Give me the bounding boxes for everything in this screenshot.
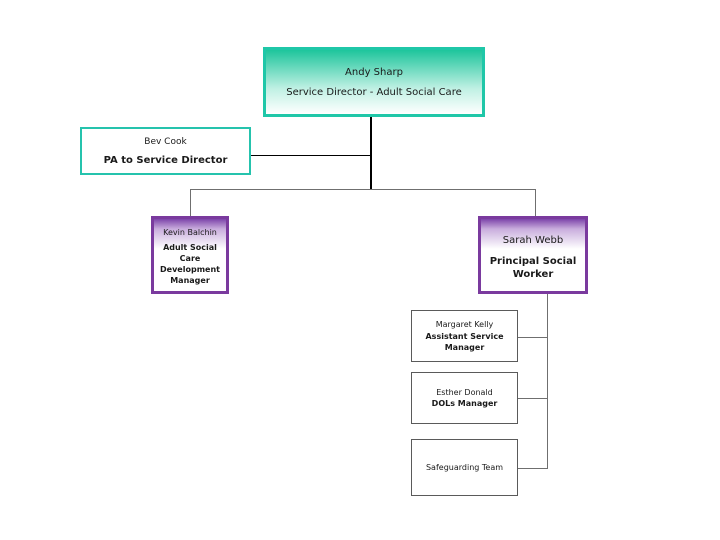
node-pa-to-director: Bev Cook PA to Service Director bbox=[80, 127, 251, 175]
node-title: Safeguarding Team bbox=[425, 463, 504, 472]
node-title: Service Director - Adult Social Care bbox=[286, 86, 462, 98]
connector-director-vertical bbox=[370, 117, 372, 190]
connector-team-vertical bbox=[547, 294, 548, 469]
connector-pa-horizontal bbox=[251, 155, 371, 156]
node-title: DOLs Manager bbox=[431, 399, 498, 408]
node-name: Andy Sharp bbox=[345, 66, 403, 78]
node-dols-manager: Esther Donald DOLs Manager bbox=[411, 372, 518, 424]
node-name: Kevin Balchin bbox=[163, 228, 217, 237]
node-name: Bev Cook bbox=[144, 136, 187, 147]
node-safeguarding-team: Safeguarding Team bbox=[411, 439, 518, 496]
connector-st-horizontal bbox=[518, 468, 548, 469]
node-service-director: Andy Sharp Service Director - Adult Soci… bbox=[263, 47, 485, 117]
connector-mk-horizontal bbox=[518, 337, 548, 338]
node-title: Principal Social Worker bbox=[489, 256, 577, 280]
connector-sarah-vertical bbox=[535, 189, 536, 217]
node-principal-social-worker: Sarah Webb Principal Social Worker bbox=[478, 216, 588, 294]
node-name: Esther Donald bbox=[436, 388, 493, 397]
connector-ed-horizontal bbox=[518, 398, 548, 399]
connector-kevin-vertical bbox=[190, 189, 191, 217]
node-title: PA to Service Director bbox=[103, 154, 228, 166]
connector-branch-horizontal bbox=[190, 189, 536, 190]
node-name: Margaret Kelly bbox=[435, 319, 494, 329]
node-name: Sarah Webb bbox=[502, 235, 564, 246]
node-development-manager: Kevin Balchin Adult Social Care Developm… bbox=[151, 216, 229, 294]
node-title: Assistant Service Manager bbox=[425, 331, 504, 352]
node-assistant-service-manager: Margaret Kelly Assistant Service Manager bbox=[411, 310, 518, 362]
node-title: Adult Social Care Development Manager bbox=[160, 243, 220, 285]
